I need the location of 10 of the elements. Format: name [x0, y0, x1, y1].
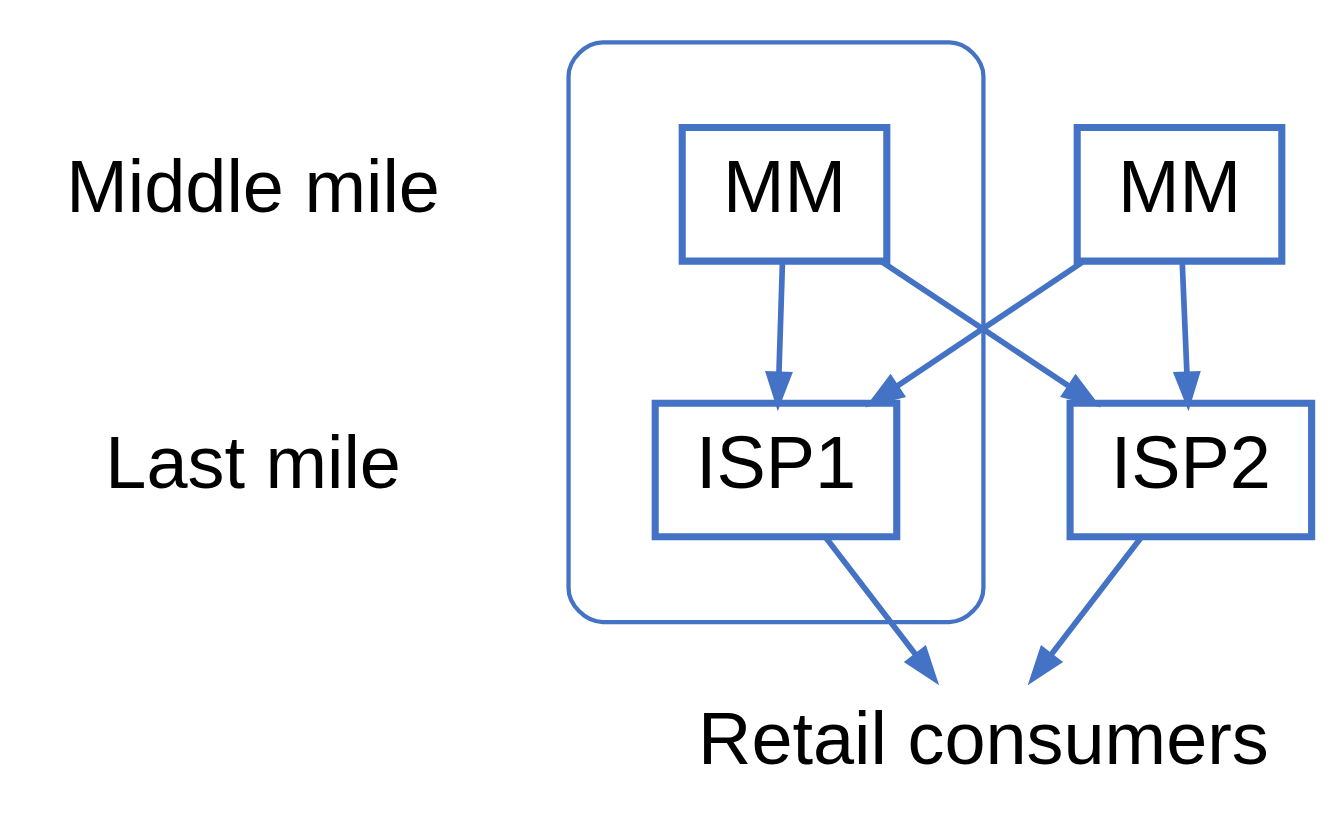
node-text: Retail consumers [697, 696, 1269, 780]
arrow [1172, 261, 1201, 412]
node-box: ISP1 [651, 399, 900, 541]
node-box: MM [678, 124, 890, 265]
cluster [565, 40, 986, 625]
node-box: ISP2 [1066, 399, 1315, 541]
arrow [764, 261, 793, 412]
node-box: MM [1073, 124, 1285, 265]
label: Middle mile [65, 145, 440, 229]
label: Last mile [104, 420, 401, 504]
